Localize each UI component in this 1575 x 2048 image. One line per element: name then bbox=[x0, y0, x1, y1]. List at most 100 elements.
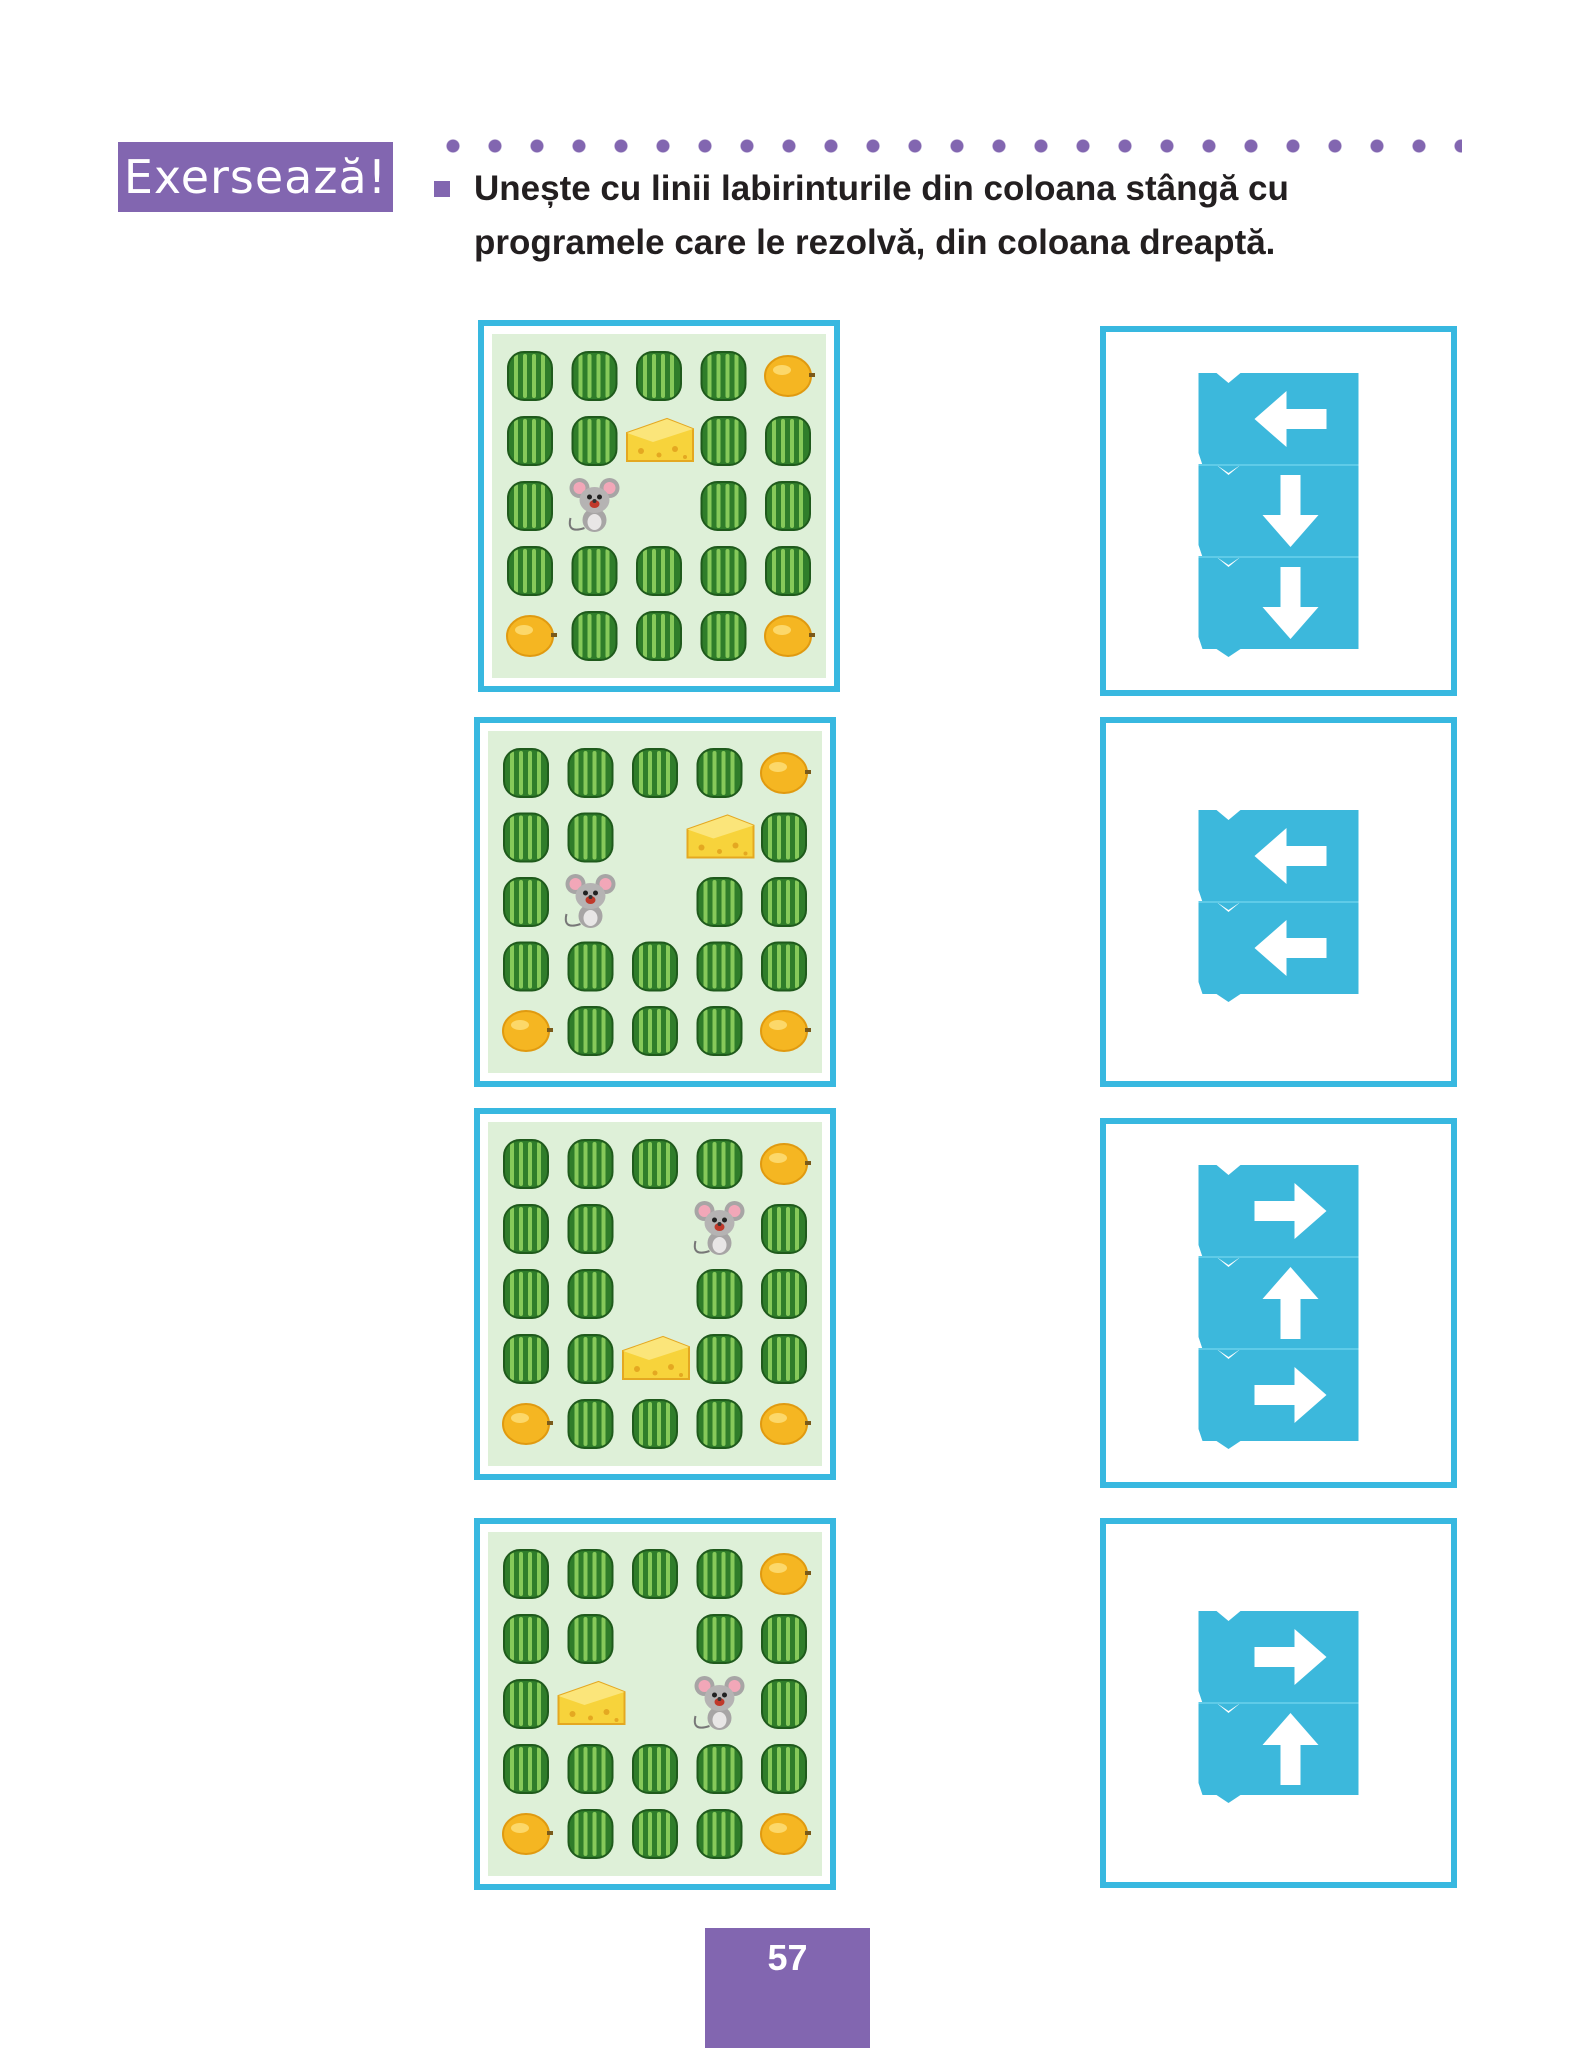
watermelon-icon bbox=[765, 416, 811, 466]
watermelon-icon bbox=[503, 1679, 549, 1729]
melon-icon bbox=[760, 1010, 811, 1052]
mouse-icon bbox=[693, 1201, 745, 1255]
watermelon-icon bbox=[503, 1549, 549, 1599]
arrow-right-icon bbox=[1254, 1183, 1327, 1239]
watermelon-icon bbox=[696, 1399, 743, 1449]
melon-icon bbox=[764, 355, 815, 397]
watermelon-icon bbox=[507, 481, 553, 531]
program-4[interactable] bbox=[1100, 1518, 1457, 1888]
watermelon-icon bbox=[696, 1549, 743, 1599]
watermelon-icon bbox=[503, 877, 549, 927]
watermelon-icon bbox=[700, 351, 747, 401]
watermelon-icon bbox=[761, 812, 807, 863]
arrow-down-icon bbox=[1262, 475, 1319, 547]
command-block[interactable] bbox=[1198, 901, 1359, 1002]
watermelon-icon bbox=[700, 611, 747, 661]
melon-icon bbox=[760, 1553, 811, 1595]
watermelon-icon bbox=[567, 1614, 614, 1664]
watermelon-icon bbox=[632, 1809, 678, 1859]
command-block[interactable] bbox=[1198, 1348, 1359, 1449]
arrow-down-icon bbox=[1262, 567, 1319, 639]
watermelon-icon bbox=[567, 1139, 614, 1189]
code-blocks bbox=[1198, 373, 1359, 657]
cheese-icon bbox=[557, 1680, 626, 1725]
mouse-icon bbox=[564, 874, 616, 928]
code-blocks bbox=[1198, 1611, 1359, 1803]
watermelon-icon bbox=[567, 941, 614, 992]
arrow-right-icon bbox=[1254, 1367, 1327, 1423]
melon-icon bbox=[502, 1403, 553, 1445]
watermelon-icon bbox=[761, 1334, 807, 1384]
bullet-square-icon bbox=[434, 181, 450, 197]
maze-2[interactable] bbox=[474, 717, 836, 1087]
melon-icon bbox=[506, 615, 557, 657]
watermelon-icon bbox=[567, 1399, 614, 1449]
cheese-icon bbox=[626, 417, 694, 462]
watermelon-icon bbox=[696, 1809, 743, 1859]
watermelon-icon bbox=[571, 546, 618, 596]
watermelon-icon bbox=[632, 1549, 678, 1599]
maze-3[interactable] bbox=[474, 1108, 836, 1480]
watermelon-icon bbox=[700, 546, 747, 596]
command-block[interactable] bbox=[1198, 1256, 1359, 1357]
code-blocks bbox=[1198, 810, 1359, 1002]
watermelon-icon bbox=[636, 611, 682, 661]
command-block[interactable] bbox=[1198, 1165, 1359, 1265]
watermelon-icon bbox=[567, 1204, 614, 1254]
watermelon-icon bbox=[567, 1334, 614, 1384]
watermelon-icon bbox=[567, 1744, 614, 1794]
watermelon-icon bbox=[503, 1204, 549, 1254]
watermelon-icon bbox=[632, 748, 678, 798]
watermelon-icon bbox=[696, 1614, 743, 1664]
dotted-divider bbox=[432, 139, 1462, 153]
watermelon-icon bbox=[632, 1399, 678, 1449]
command-block[interactable] bbox=[1198, 373, 1359, 473]
arrow-up-icon bbox=[1262, 1713, 1319, 1785]
watermelon-icon bbox=[571, 351, 618, 401]
command-block[interactable] bbox=[1198, 556, 1359, 657]
watermelon-icon bbox=[636, 546, 682, 596]
maze-1[interactable] bbox=[478, 320, 840, 692]
watermelon-icon bbox=[632, 1006, 678, 1056]
watermelon-icon bbox=[567, 1269, 614, 1319]
watermelon-icon bbox=[700, 416, 747, 466]
watermelon-icon bbox=[761, 941, 807, 992]
watermelon-icon bbox=[696, 1006, 743, 1056]
program-3[interactable] bbox=[1100, 1118, 1457, 1488]
watermelon-icon bbox=[503, 1269, 549, 1319]
melon-icon bbox=[760, 1403, 811, 1445]
watermelon-icon bbox=[696, 1269, 743, 1319]
command-block[interactable] bbox=[1198, 810, 1359, 910]
watermelon-icon bbox=[503, 1614, 549, 1664]
arrow-up-icon bbox=[1262, 1267, 1319, 1339]
watermelon-icon bbox=[567, 1549, 614, 1599]
command-block[interactable] bbox=[1198, 1702, 1359, 1803]
watermelon-icon bbox=[503, 941, 549, 992]
command-block[interactable] bbox=[1198, 464, 1359, 565]
watermelon-icon bbox=[567, 748, 614, 798]
melon-icon bbox=[502, 1813, 553, 1855]
command-block[interactable] bbox=[1198, 1611, 1359, 1711]
watermelon-icon bbox=[632, 1139, 678, 1189]
watermelon-icon bbox=[761, 1744, 807, 1794]
cheese-icon bbox=[686, 814, 755, 859]
watermelon-icon bbox=[700, 481, 747, 531]
watermelon-icon bbox=[696, 941, 743, 992]
program-2[interactable] bbox=[1100, 717, 1457, 1087]
watermelon-icon bbox=[696, 1334, 743, 1384]
page-number: 57 bbox=[705, 1928, 870, 2048]
melon-icon bbox=[764, 615, 815, 657]
cheese-icon bbox=[622, 1335, 690, 1380]
program-1[interactable] bbox=[1100, 326, 1457, 696]
maze-grid bbox=[488, 731, 822, 1073]
watermelon-icon bbox=[761, 1269, 807, 1319]
watermelon-icon bbox=[507, 416, 553, 466]
arrow-left-icon bbox=[1254, 828, 1327, 884]
watermelon-icon bbox=[567, 1809, 614, 1859]
melon-icon bbox=[760, 752, 811, 794]
maze-4[interactable] bbox=[474, 1518, 836, 1890]
watermelon-icon bbox=[503, 812, 549, 863]
arrow-left-icon bbox=[1254, 391, 1327, 447]
watermelon-icon bbox=[761, 1614, 807, 1664]
watermelon-icon bbox=[696, 877, 743, 927]
